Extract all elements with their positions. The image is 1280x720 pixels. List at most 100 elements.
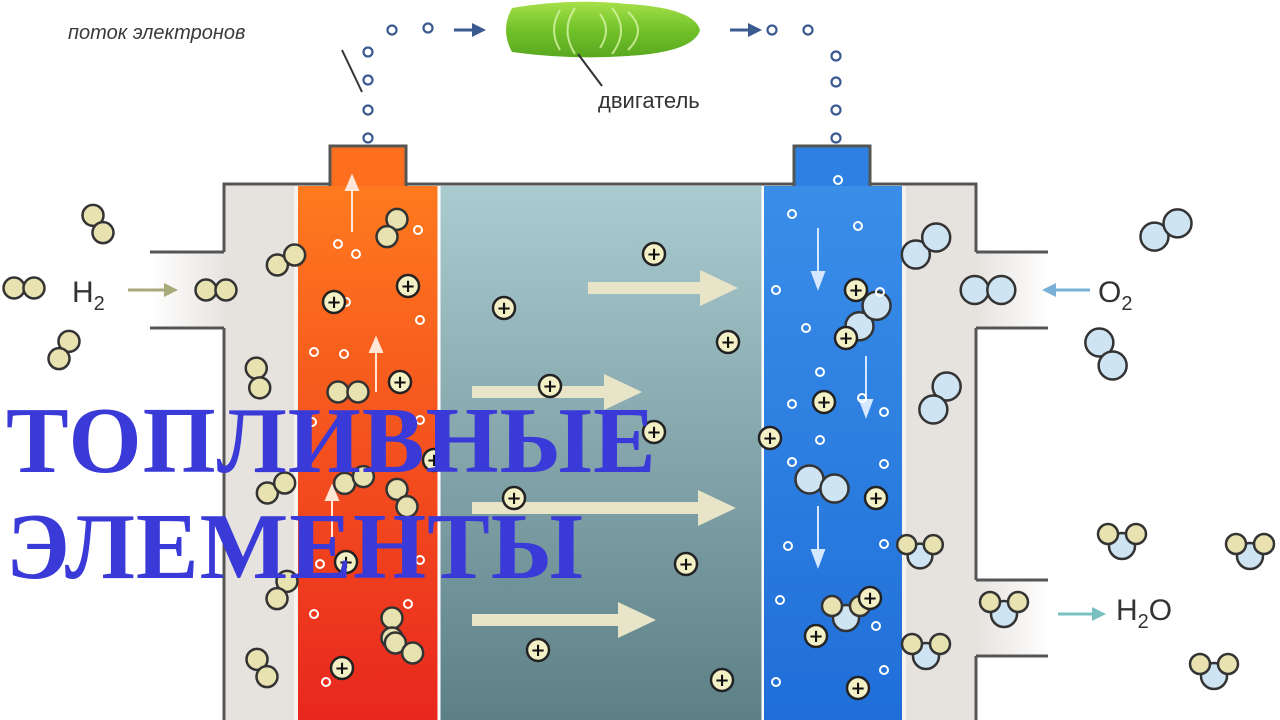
electron [771, 285, 781, 295]
oxygen-subscript: 2 [1121, 293, 1133, 315]
electron-dot [362, 104, 374, 116]
water-subscript: 2 [1137, 611, 1149, 633]
molecule [1084, 327, 1128, 381]
electron-dot [830, 132, 842, 144]
ion-sign: + [426, 450, 441, 471]
oxygen-symbol: O [1098, 276, 1122, 309]
hydrogen-ion: + [757, 425, 783, 451]
molecule [1139, 208, 1193, 252]
hydrogen-ion: + [673, 551, 699, 577]
hydrogen-ion: + [709, 667, 735, 693]
ion-sign: + [326, 292, 341, 313]
hydrogen-ion: + [321, 289, 347, 315]
hydrogen-ion: + [843, 277, 869, 303]
water-molecule [1188, 652, 1240, 691]
electron [787, 457, 797, 467]
water-formula: H2O [1116, 594, 1172, 634]
hydrogen-ion: + [803, 623, 829, 649]
hydrogen-input-arrow [128, 283, 178, 297]
oxygen-input-arrow [1042, 283, 1090, 297]
motor-leader-line [577, 53, 603, 87]
electron-dot [830, 50, 842, 62]
hydrogen-subscript: 2 [93, 293, 105, 315]
electron [315, 559, 325, 569]
electron [309, 609, 319, 619]
hydrogen-ion: + [641, 419, 667, 445]
molecule [194, 278, 238, 302]
molecule [332, 464, 376, 496]
molecule [959, 274, 1017, 306]
hydrogen-ion: + [641, 241, 667, 267]
electron-flow-leader-line [341, 49, 363, 93]
hydrogen-ion: + [537, 373, 563, 399]
hydrogen-ion: + [333, 549, 359, 575]
electron-dot [802, 24, 814, 36]
ion-sign: + [542, 376, 557, 397]
electron [801, 323, 811, 333]
ion-sign: + [714, 670, 729, 691]
hydrogen-symbol: H [72, 276, 94, 309]
electron-dot [362, 74, 374, 86]
hydrogen-ion: + [329, 655, 355, 681]
electron [853, 221, 863, 231]
water-molecule [1224, 532, 1276, 571]
ion-sign: + [848, 280, 863, 301]
water-molecule [978, 590, 1030, 629]
electron [321, 677, 331, 687]
electron-flow-circuit [362, 22, 842, 144]
ion-sign: + [762, 428, 777, 449]
electron [879, 665, 889, 675]
molecule [47, 329, 81, 371]
electron [871, 621, 881, 631]
molecule [265, 243, 307, 277]
molecule [375, 207, 409, 249]
water-molecule [900, 632, 952, 671]
ion-sign: + [646, 244, 661, 265]
electron [415, 415, 425, 425]
ion-sign: + [334, 658, 349, 679]
electron [333, 239, 343, 249]
electron [879, 407, 889, 417]
molecule [385, 477, 419, 519]
electron [879, 459, 889, 469]
electron [857, 393, 867, 403]
title-line-1: ТОПЛИВНЫЕ [6, 389, 657, 493]
hydrogen-ion: + [395, 273, 421, 299]
electron [833, 175, 843, 185]
gas-molecules [2, 203, 1276, 691]
title-line-2: ЭЛЕМЕНТЫ [6, 495, 585, 599]
electron [771, 677, 781, 687]
hydrogen-ion: + [387, 369, 413, 395]
hydrogen-ion: + [857, 585, 883, 611]
hydrogen-ion: + [845, 675, 871, 701]
ion-sign: + [720, 332, 735, 353]
electron [339, 349, 349, 359]
electron-dot [830, 104, 842, 116]
molecule [81, 203, 115, 245]
electron [787, 209, 797, 219]
molecule [326, 380, 370, 404]
anode-layer [294, 144, 438, 720]
electron-flow-label: поток электронов [68, 22, 246, 44]
molecule [383, 631, 425, 665]
cathode-electron-arrows [810, 228, 874, 569]
electron [351, 249, 361, 259]
electron-dot [362, 132, 374, 144]
molecule [265, 569, 299, 611]
free-electrons [307, 175, 889, 687]
molecule [245, 647, 279, 689]
electron [309, 347, 319, 357]
electron [875, 287, 885, 297]
electron-direction-arrow [454, 23, 486, 37]
electron [815, 367, 825, 377]
electron-dot [386, 24, 398, 36]
electron-dot [362, 46, 374, 58]
electron [403, 599, 413, 609]
electron-direction-arrow [730, 23, 762, 37]
hydrogen-ion: + [491, 295, 517, 321]
electron [815, 435, 825, 445]
electron [787, 399, 797, 409]
ion-sign: + [838, 328, 853, 349]
molecule [244, 356, 272, 400]
